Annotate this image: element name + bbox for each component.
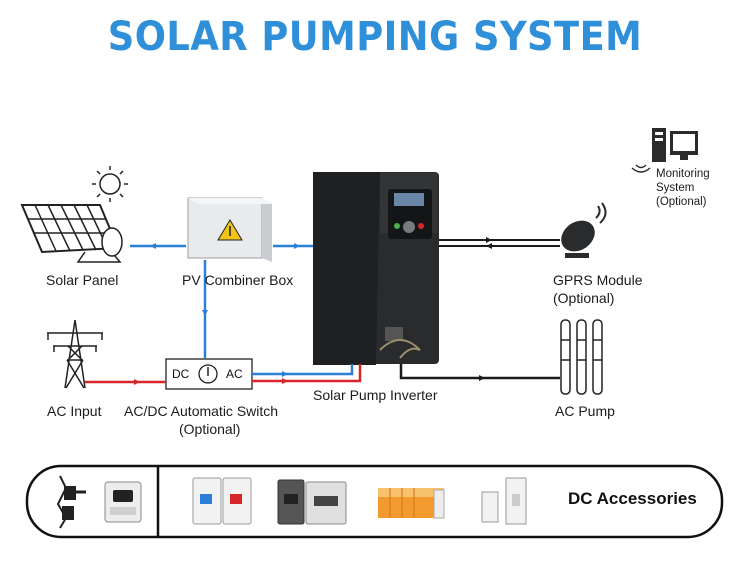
acdc-switch-icon <box>165 358 253 390</box>
sun-icon <box>92 166 128 202</box>
dc-line-box-to-switch <box>202 260 208 358</box>
dc-line-panel-to-box <box>130 243 186 249</box>
dc-line-box-to-inverter <box>273 243 313 249</box>
breaker-icon <box>192 477 252 525</box>
label-inverter: Solar Pump Inverter <box>313 387 438 403</box>
label-gprs-module: GPRS Module <box>553 272 643 288</box>
line-switch-to-inverter <box>252 364 362 384</box>
switch-ac-text: AC <box>226 367 243 381</box>
label-acdc-switch: AC/DC Automatic Switch <box>124 403 279 419</box>
monitoring-computer-icon <box>631 128 698 173</box>
power-tower-icon <box>47 319 103 389</box>
label-acdc-switch-optional: (Optional) <box>179 421 241 437</box>
fuse-holder-icon <box>481 477 527 525</box>
label-monitoring-line2: System <box>656 182 695 194</box>
solar-panel-icon <box>20 204 123 263</box>
surge-protector-icon <box>378 488 445 519</box>
page-title: SOLAR PUMPING SYSTEM <box>107 14 643 60</box>
label-ac-pump: AC Pump <box>555 403 615 419</box>
label-gprs-optional: (Optional) <box>553 290 615 306</box>
label-monitoring-line3: (Optional) <box>656 196 707 208</box>
combiner-box-icon <box>187 197 272 262</box>
label-dc-accessories: DC Accessories <box>568 489 697 508</box>
ac-line-input-to-switch <box>85 379 166 385</box>
breaker-icon <box>277 479 347 525</box>
label-ac-input: AC Input <box>47 403 102 419</box>
line-inverter-to-pump <box>399 364 560 381</box>
switch-dc-text: DC <box>172 367 190 381</box>
inverter-icon <box>313 172 439 365</box>
label-monitoring-line1: Monitoring <box>656 168 710 180</box>
pump-icon <box>560 319 603 395</box>
signal-line-inverter-to-gprs <box>439 237 560 249</box>
mc4-connector-icon <box>56 475 86 529</box>
isolator-switch-icon <box>104 481 142 523</box>
label-solar-panel: Solar Panel <box>46 272 119 288</box>
satellite-dish-icon <box>561 202 607 258</box>
label-pv-combiner-box: PV Combiner Box <box>182 272 294 288</box>
